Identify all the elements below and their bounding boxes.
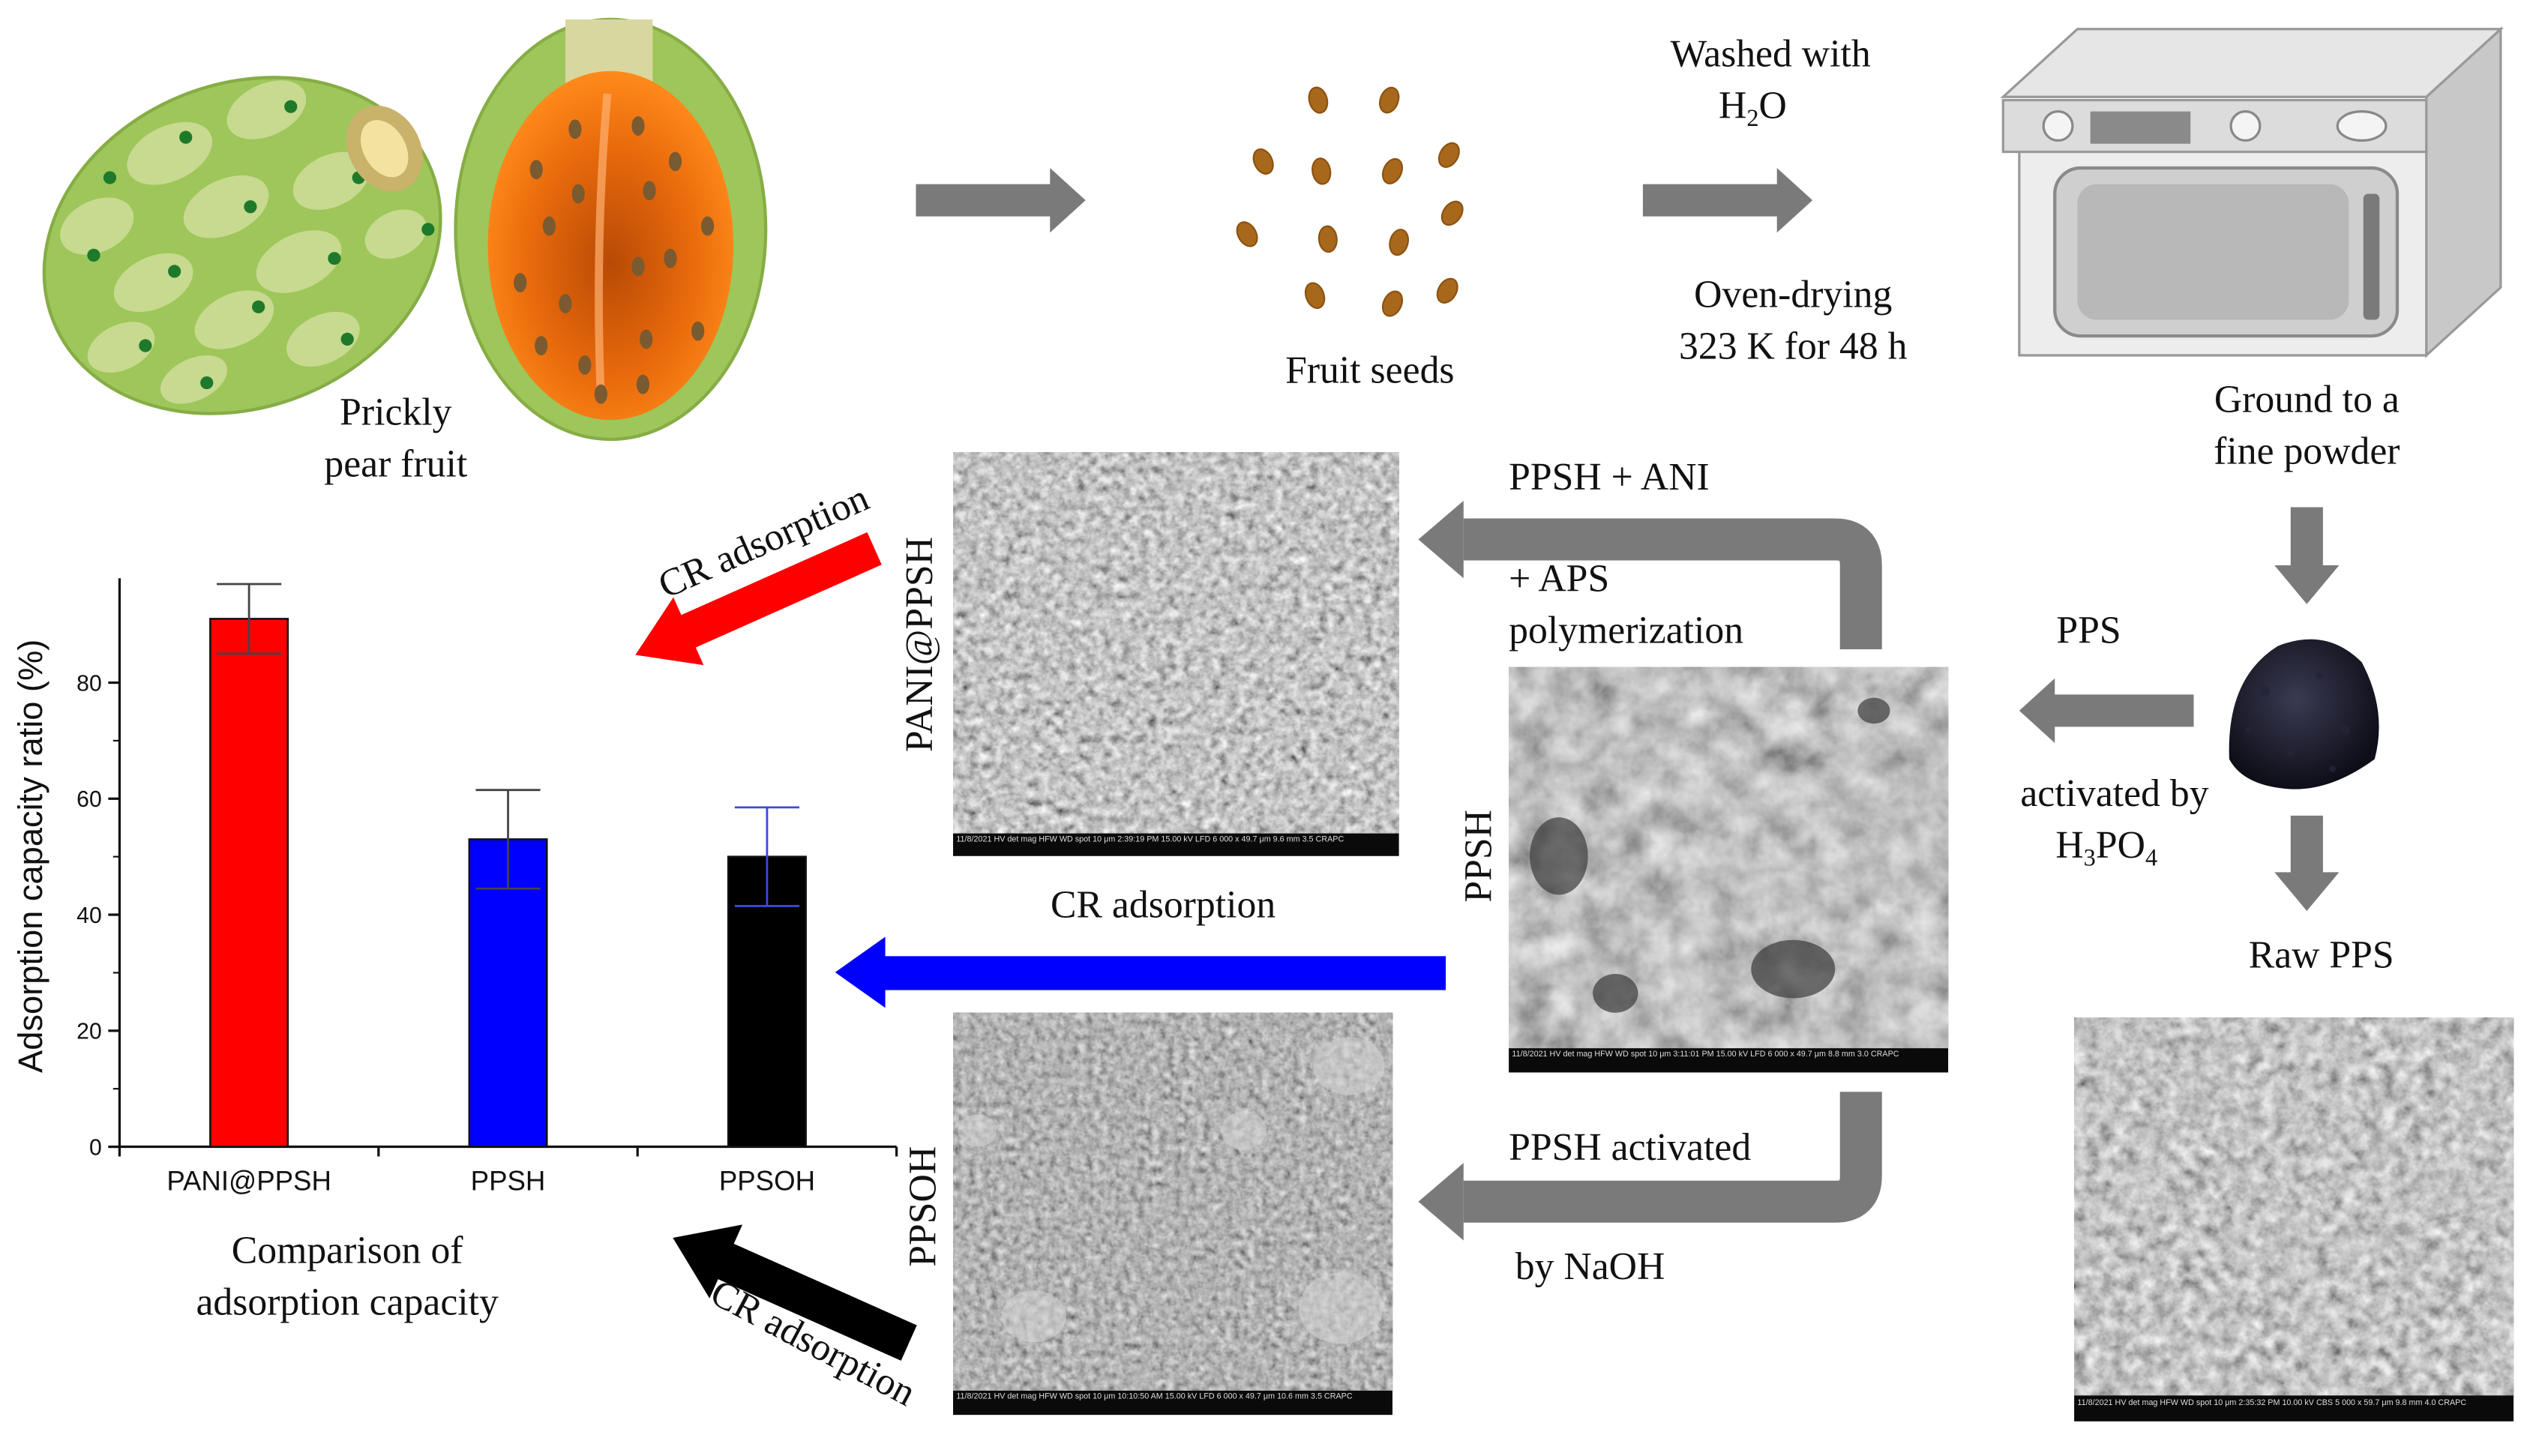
label-comparison: Comparison of xyxy=(231,1230,463,1273)
label-washed: Washed with xyxy=(1670,34,1871,76)
whole-fruit-icon xyxy=(42,76,442,415)
label-ppsh-activated: PPSH activated xyxy=(1509,1127,1752,1170)
sem-image-ppsh xyxy=(1509,667,1949,1073)
sem-image-raw-pps xyxy=(2074,1017,2514,1422)
label-fruit-seeds: Fruit seeds xyxy=(1285,350,1455,393)
bar-chart: 0 20 40 60 80 PANI@PPSH PPSH PPSOH xyxy=(76,578,898,1197)
sem-footer-pani: 11/8/2021 HV det mag HFW WD spot 10 μm 2… xyxy=(956,834,1344,845)
sem-footer-ppsh: 11/8/2021 HV det mag HFW WD spot 10 μm 3… xyxy=(1512,1050,1899,1060)
fruit-seeds-icon xyxy=(1236,86,1464,317)
blue-arrow xyxy=(835,936,1446,1008)
sem-image-pani-ppsh xyxy=(953,452,1399,856)
x-tick-label-2: PPSOH xyxy=(719,1166,815,1197)
sem-footer-raw: 11/8/2021 HV det mag HFW WD spot 10 μm 2… xyxy=(2077,1398,2467,1409)
sem-footer-ppsoh: 11/8/2021 HV det mag HFW WD spot 10 μm 1… xyxy=(956,1392,1353,1402)
powder-icon xyxy=(2229,639,2379,789)
y-tick-label-3: 60 xyxy=(76,787,102,812)
label-oven-drying: Oven-drying xyxy=(1694,274,1893,317)
arrow-oven-to-powder xyxy=(2274,507,2340,604)
label-prickly: Prickly xyxy=(340,392,452,435)
label-by-naoh: by NaOH xyxy=(1515,1247,1665,1290)
label-aps: + APS xyxy=(1509,559,1610,601)
y-tick-label-4: 80 xyxy=(76,671,102,696)
label-water: H2O xyxy=(1718,85,1787,133)
arrow-fruit-to-seeds xyxy=(916,168,1086,233)
label-cr-adsorption-mid: CR adsorption xyxy=(1051,885,1276,927)
label-phosphoric-acid: H3PO4 xyxy=(2055,825,2158,873)
y-axis-title: Adsorption capacity ratio (%) xyxy=(13,639,50,1073)
label-temperature-time: 323 K for 48 h xyxy=(1679,326,1908,369)
label-pps: PPS xyxy=(2056,610,2121,653)
red-arrow xyxy=(635,532,882,666)
y-tick-label-0: 0 xyxy=(89,1135,102,1160)
arrow-powder-to-ppsh xyxy=(2019,678,2194,743)
arrow-ppsh-to-ppsoh xyxy=(1418,1092,1882,1241)
black-arrow xyxy=(673,1224,917,1361)
halved-fruit-icon xyxy=(454,17,768,442)
arrow-ppsh-to-pani xyxy=(1418,500,1882,650)
y-tick-label-1: 20 xyxy=(76,1020,102,1044)
label-adsorption-capacity: adsorption capacity xyxy=(196,1282,499,1325)
label-ground: Ground to a xyxy=(2214,379,2400,422)
label-ppsh-ani: PPSH + ANI xyxy=(1509,457,1710,499)
sem-image-ppsoh xyxy=(953,1012,1393,1416)
label-sem-ppsh: PPSH xyxy=(1458,809,1501,903)
oven-icon xyxy=(2000,26,2505,358)
label-fine-powder: fine powder xyxy=(2214,431,2400,474)
arrow-powder-to-raw xyxy=(2274,815,2340,912)
bar-pani-ppsh xyxy=(209,618,289,1148)
label-sem-ppsoh: PPSOH xyxy=(903,1146,946,1267)
label-raw-pps: Raw PPS xyxy=(2248,935,2394,978)
x-tick-label-1: PPSH xyxy=(471,1166,546,1197)
label-activated-by: activated by xyxy=(2020,773,2209,816)
arrow-seeds-to-oven xyxy=(1642,168,1813,233)
y-tick-label-2: 40 xyxy=(76,903,102,928)
label-polymerization: polymerization xyxy=(1509,610,1744,653)
label-sem-pani-ppsh: PANI@PPSH xyxy=(899,537,942,753)
label-pear-fruit: pear fruit xyxy=(324,444,468,487)
x-tick-label-0: PANI@PPSH xyxy=(166,1166,331,1197)
